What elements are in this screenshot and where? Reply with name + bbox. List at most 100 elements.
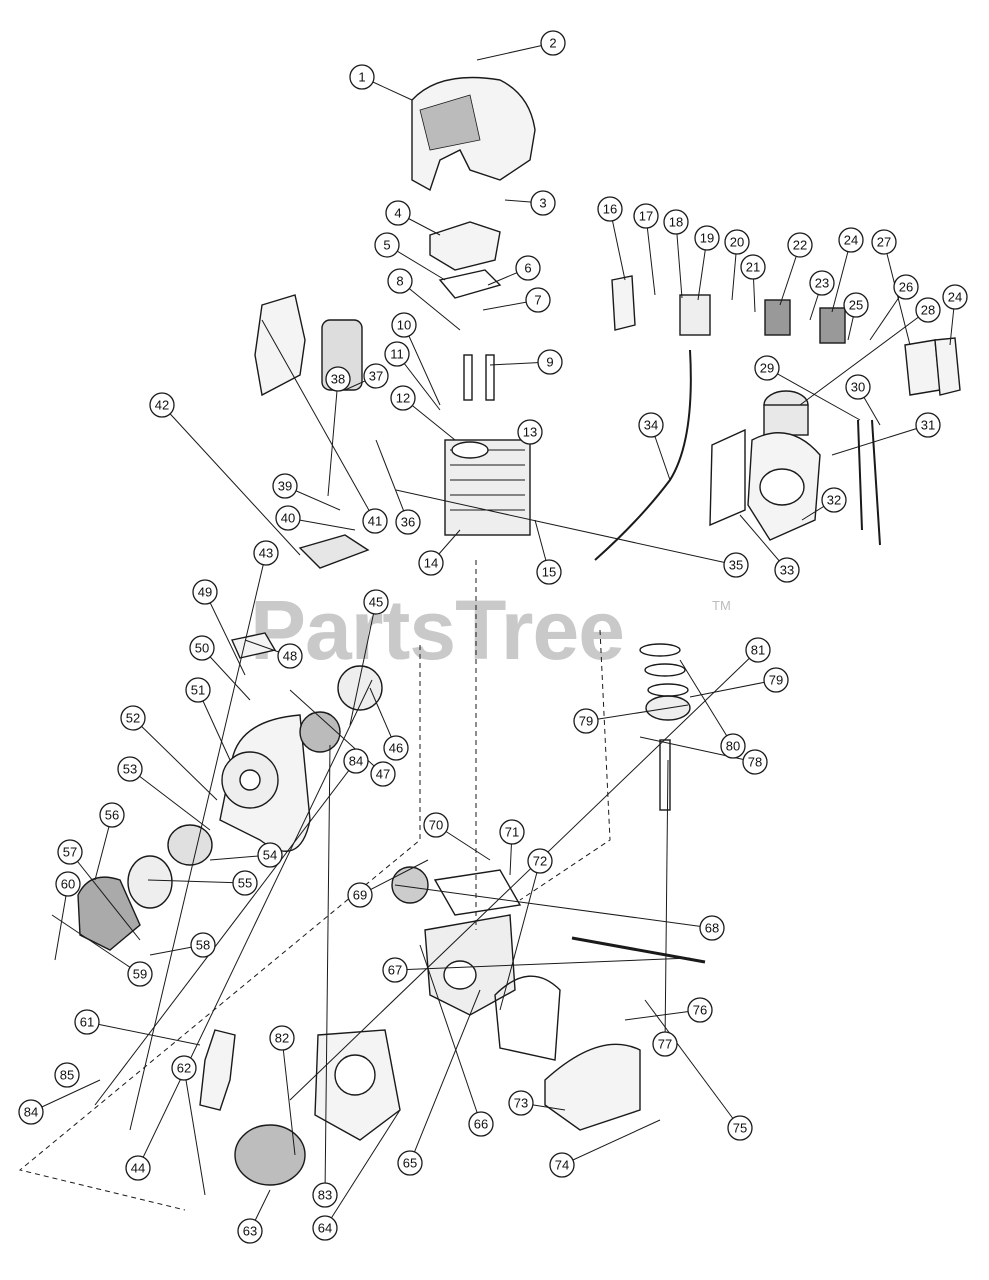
callout-33: 33 [774,557,800,583]
callout-61: 61 [74,1009,100,1035]
callout-52: 52 [120,705,146,731]
callout-number: 18 [669,215,683,230]
callout-number: 45 [369,595,383,610]
callout-number: 58 [196,938,210,953]
callout-44: 44 [125,1155,151,1181]
callout-circle [347,882,373,908]
callout-circle [237,1218,263,1244]
callout-leader [51,914,141,975]
callout-13: 13 [517,419,543,445]
callout-55: 55 [232,870,258,896]
callout-26: 26 [893,274,919,300]
callout-leader [69,851,141,941]
callout-53: 53 [117,756,143,782]
callout-circle [370,761,396,787]
callout-circle [55,871,81,897]
callout-66: 66 [468,1111,494,1137]
callout-number: 14 [424,556,438,571]
callout-circle [397,1150,423,1176]
part-shapes [18,76,961,1211]
callout-circle [638,412,664,438]
callout-leader [129,552,267,1131]
callout-leader [132,717,218,801]
callout-30: 30 [845,374,871,400]
callout-number: 61 [80,1015,94,1030]
callout-circle [272,473,298,499]
callout-15: 15 [536,559,562,585]
callout-80: 80 [720,733,746,759]
callout-circle [525,287,551,313]
callout-34: 34 [638,412,664,438]
callout-circle [117,756,143,782]
callout-45: 45 [363,589,389,615]
callout-number: 5 [383,238,390,253]
callout-number: 43 [259,546,273,561]
callout-number: 81 [751,643,765,658]
callout-circle [694,225,720,251]
callout-number: 7 [534,293,541,308]
callout-38: 38 [325,366,351,392]
callout-circle [374,232,400,258]
callout-14: 14 [418,550,444,576]
callout-leader [403,324,441,406]
callout-10: 10 [391,312,417,338]
callout-circle [343,748,369,774]
callout-circle [362,508,388,534]
callout-number: 8 [396,274,403,289]
callout-circle [312,1182,338,1208]
callout-number: 80 [726,739,740,754]
callout-number: 46 [389,741,403,756]
callout-43: 43 [253,540,279,566]
callout-circle [537,349,563,375]
callout-19: 19 [694,225,720,251]
callout-leader [395,489,737,566]
callout-circle [517,419,543,445]
callout-leader [261,319,376,522]
callout-number: 39 [278,479,292,494]
callout-leader [799,309,929,406]
callout-number: 82 [275,1031,289,1046]
callout-circle [915,412,941,438]
callout-circle [395,509,421,535]
callout-41: 41 [362,508,388,534]
callout-leader [766,367,861,421]
callout-circle [57,839,83,865]
callout-number: 48 [283,649,297,664]
callout-leader [324,744,331,1196]
callout-leader [499,860,541,1011]
callout-leader [476,42,554,61]
callout-leader [419,944,482,1125]
callout-23: 23 [809,270,835,296]
callout-leader [689,679,777,698]
callout-64: 64 [312,1215,338,1241]
callout-number: 13 [523,425,537,440]
callout-circle [391,312,417,338]
callout-leader [645,215,656,296]
callout-leader [204,591,246,676]
callout-circle [18,1099,44,1125]
callout-number: 35 [729,558,743,573]
callout-circle [257,842,283,868]
callout-7: 7 [525,287,551,313]
callout-leader [644,999,741,1129]
callout-circle [385,200,411,226]
callout-number: 40 [281,511,295,526]
callout-circle [573,708,599,734]
callout-number: 77 [658,1037,672,1052]
callout-57: 57 [57,839,83,865]
callout-leader [585,704,689,722]
callout-8: 8 [387,268,413,294]
callout-circle [821,487,847,513]
callout-number: 56 [105,808,119,823]
callout-number: 54 [263,848,277,863]
callout-circle [390,385,416,411]
callout-number: 51 [191,683,205,698]
callout-79: 79 [573,708,599,734]
callout-number: 29 [760,361,774,376]
callout-number: 28 [921,303,935,318]
callout-leader [54,883,69,961]
callout-number: 4 [394,206,401,221]
callout-48: 48 [277,643,303,669]
callout-42: 42 [149,392,175,418]
callout-number: 42 [155,398,169,413]
